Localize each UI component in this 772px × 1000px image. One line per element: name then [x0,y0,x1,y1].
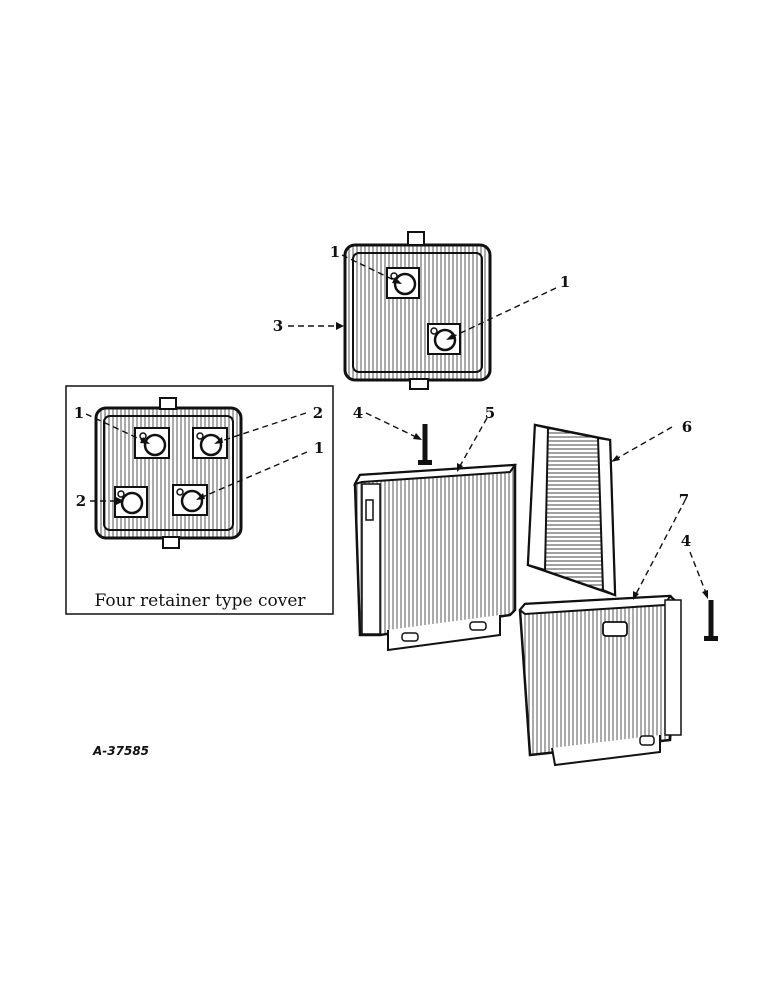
callout-main-retainer-upper: 1 [330,243,340,261]
inset-retainer-upper-right [192,427,228,459]
main-retainer-right [427,323,461,355]
main-retainer-upper [386,267,420,299]
callout-inset-retainer-lower-right: 1 [314,439,324,457]
inset-retainer-lower-right [172,484,208,516]
reference-number: A-37585 [92,744,149,758]
callout-inset-retainer-upper-left: 1 [74,404,84,422]
right-shell [518,594,682,767]
callout-labels: 1 1 3 1 2 1 2 4 5 6 7 4 [74,243,692,550]
callout-bolt-left: 4 [353,404,363,422]
callout-left-shell: 5 [485,404,495,422]
bolt-right [704,600,718,641]
callout-bolt-right: 4 [681,532,691,550]
callout-main-cover: 3 [273,317,283,335]
callout-inset-retainer-upper-right: 2 [313,404,323,422]
main-cover [343,231,492,390]
bolt-left [418,424,432,465]
callout-center-plate: 6 [682,418,692,436]
callout-inset-retainer-lower-left: 2 [76,492,86,510]
left-shell [352,463,518,652]
inset-retainer-upper-left [134,427,170,459]
center-plate [526,423,617,597]
inset-four-retainer: Four retainer type cover [65,385,334,615]
callout-main-retainer-right: 1 [560,273,570,291]
leader-lines [85,254,708,600]
inset-caption: Four retainer type cover [94,591,306,611]
callout-right-shell: 7 [679,491,689,509]
